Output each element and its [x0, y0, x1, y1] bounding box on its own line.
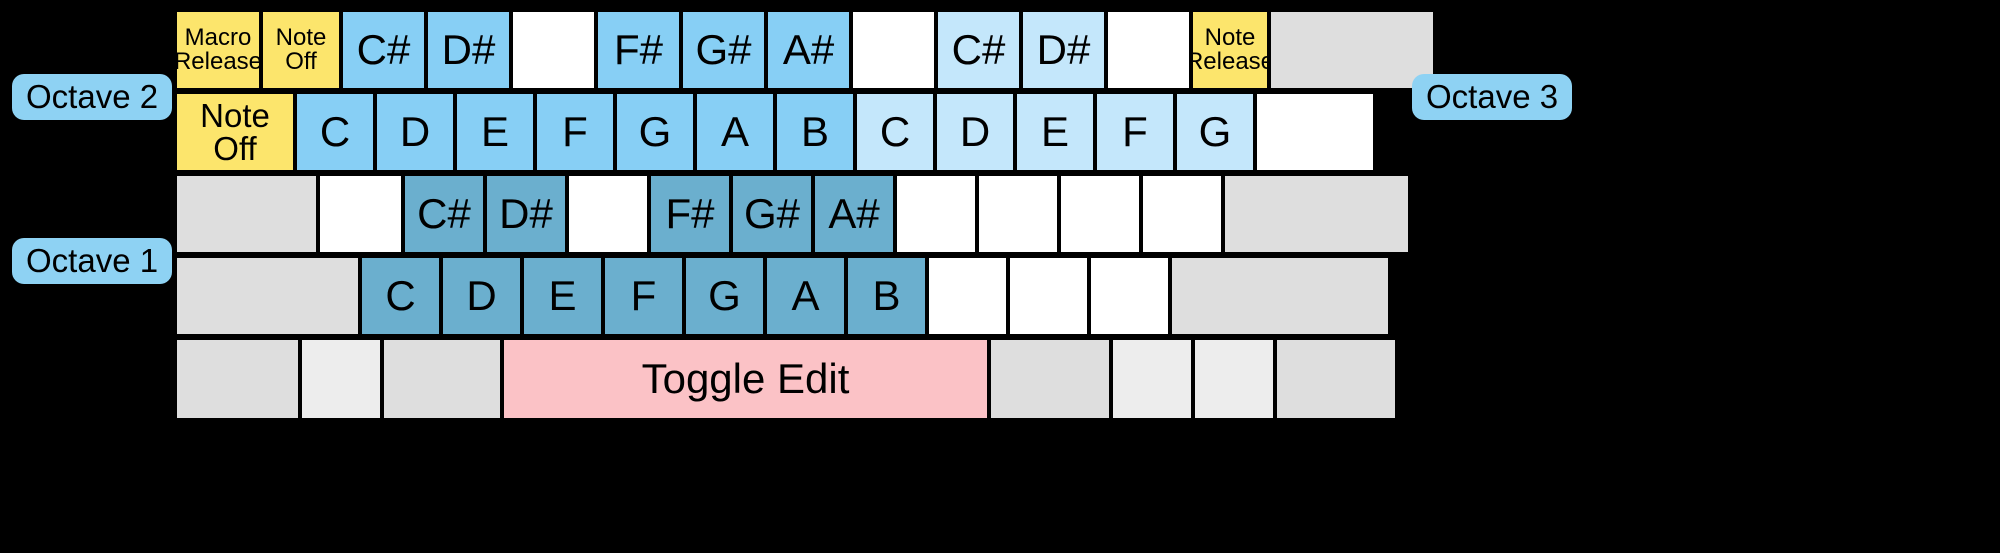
key-number-row-2-c-sharp[interactable]: C# [341, 10, 426, 90]
octave-tag-left-top: Octave 2 [12, 74, 173, 120]
key-asdf-row-9-blank[interactable] [977, 174, 1059, 254]
key-number-row-0-macro-release[interactable]: Macro Release [175, 10, 261, 90]
key-zxcv-row-5-g[interactable]: G [684, 256, 765, 336]
key-asdf-row-4-blank[interactable] [567, 174, 649, 254]
key-qwerty-row-6-a[interactable]: A [695, 92, 775, 172]
key-qwerty-row-13-blank[interactable] [1255, 92, 1375, 172]
key-space-row-3-toggle edit[interactable]: Toggle Edit [502, 338, 989, 420]
key-number-row-12-note-release[interactable]: Note Release [1191, 10, 1269, 90]
key-asdf-row-1-blank[interactable] [318, 174, 403, 254]
key-qwerty-row-11-f[interactable]: F [1095, 92, 1175, 172]
key-asdf-row-3-d-sharp[interactable]: D# [485, 174, 567, 254]
key-zxcv-row-8-blank[interactable] [927, 256, 1008, 336]
key-qwerty-row-12-g[interactable]: G [1175, 92, 1255, 172]
key-asdf-row-10-blank[interactable] [1059, 174, 1141, 254]
key-number-row-6-g-sharp[interactable]: G# [681, 10, 766, 90]
key-qwerty-row-2-d[interactable]: D [375, 92, 455, 172]
key-zxcv-row-0-blank[interactable] [175, 256, 360, 336]
key-number-row-5-f-sharp[interactable]: F# [596, 10, 681, 90]
key-qwerty-row-3-e[interactable]: E [455, 92, 535, 172]
keyboard-row-asdf: C#D# F#G#A# [175, 174, 1410, 254]
key-asdf-row-0-blank[interactable] [175, 174, 318, 254]
key-qwerty-row-1-c[interactable]: C [295, 92, 375, 172]
key-qwerty-row-10-e[interactable]: E [1015, 92, 1095, 172]
key-number-row-11-blank[interactable] [1106, 10, 1191, 90]
key-space-row-7-blank[interactable] [1275, 338, 1397, 420]
key-qwerty-row-4-f[interactable]: F [535, 92, 615, 172]
key-qwerty-row-7-b[interactable]: B [775, 92, 855, 172]
key-number-row-1-note-off[interactable]: Note Off [261, 10, 341, 90]
key-qwerty-row-9-d[interactable]: D [935, 92, 1015, 172]
key-zxcv-row-6-a[interactable]: A [765, 256, 846, 336]
key-space-row-5-blank[interactable] [1111, 338, 1193, 420]
key-asdf-row-11-blank[interactable] [1141, 174, 1223, 254]
octave-tag-right: Octave 3 [1412, 74, 1573, 120]
key-zxcv-row-2-d[interactable]: D [441, 256, 522, 336]
key-number-row-3-d-sharp[interactable]: D# [426, 10, 511, 90]
key-zxcv-row-4-f[interactable]: F [603, 256, 684, 336]
octave-tag-left-bottom: Octave 1 [12, 238, 173, 284]
key-space-row-1-blank[interactable] [300, 338, 382, 420]
key-number-row-13-blank[interactable] [1269, 10, 1435, 90]
key-asdf-row-8-blank[interactable] [895, 174, 977, 254]
key-qwerty-row-8-c[interactable]: C [855, 92, 935, 172]
key-zxcv-row-9-blank[interactable] [1008, 256, 1089, 336]
key-zxcv-row-11-blank[interactable] [1170, 256, 1390, 336]
key-space-row-4-blank[interactable] [989, 338, 1111, 420]
key-zxcv-row-7-b[interactable]: B [846, 256, 927, 336]
key-asdf-row-12-blank[interactable] [1223, 174, 1410, 254]
keyboard-row-space: Toggle Edit [175, 338, 1397, 420]
key-space-row-0-blank[interactable] [175, 338, 300, 420]
key-zxcv-row-3-e[interactable]: E [522, 256, 603, 336]
key-number-row-10-d-sharp[interactable]: D# [1021, 10, 1106, 90]
key-asdf-row-5-f-sharp[interactable]: F# [649, 174, 731, 254]
key-qwerty-row-5-g[interactable]: G [615, 92, 695, 172]
key-zxcv-row-10-blank[interactable] [1089, 256, 1170, 336]
key-zxcv-row-1-c[interactable]: C [360, 256, 441, 336]
key-number-row-4-blank[interactable] [511, 10, 596, 90]
key-number-row-9-c-sharp[interactable]: C# [936, 10, 1021, 90]
key-space-row-2-blank[interactable] [382, 338, 502, 420]
key-number-row-7-a-sharp[interactable]: A# [766, 10, 851, 90]
key-asdf-row-6-g-sharp[interactable]: G# [731, 174, 813, 254]
key-asdf-row-2-c-sharp[interactable]: C# [403, 174, 485, 254]
key-space-row-6-blank[interactable] [1193, 338, 1275, 420]
key-asdf-row-7-a-sharp[interactable]: A# [813, 174, 895, 254]
key-number-row-8-blank[interactable] [851, 10, 936, 90]
key-qwerty-row-0-note-off[interactable]: Note Off [175, 92, 295, 172]
